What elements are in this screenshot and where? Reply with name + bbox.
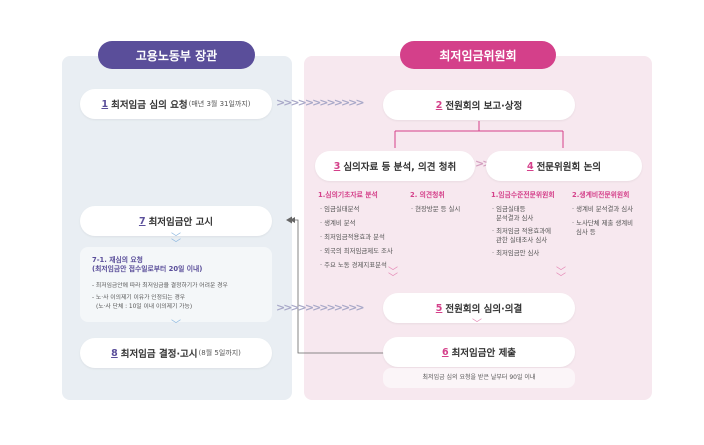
step-number: 4 — [526, 160, 534, 172]
step-number: 7 — [138, 215, 146, 227]
wage-level-committee-title: 1.임금수준전문위원회 — [491, 191, 555, 199]
list-item: 심사 등 — [576, 228, 596, 236]
step-number: 3 — [333, 160, 341, 172]
chevron-down-icon: ﹀ — [472, 319, 482, 330]
list-item: · 생계비 분석결과 심사 — [572, 205, 634, 213]
list-item: · 노사단체 제출 생계비 — [572, 219, 634, 227]
step-label: 전원회의 보고·상정 — [445, 101, 523, 112]
step-3-data-analysis: 3 심의자료 등 분석, 의견 청취 — [315, 151, 475, 181]
arrow-step1-to-step2: >>>>>>>>>>>> — [276, 96, 365, 109]
list-item: · 임금실태등 — [492, 205, 526, 213]
list-item: 관한 실태조사 심사 — [496, 236, 548, 244]
step-7-wage-proposal-notice: 7 최저임금안 고시 — [80, 206, 272, 236]
opinion-title: 2. 의견청취 — [410, 191, 445, 199]
list-item: · 최저임금안 심사 — [492, 249, 540, 257]
wage-commission-header: 최저임금위원회 — [400, 41, 556, 69]
list-item: · 주요 노동 경제지표분석 — [320, 261, 387, 269]
reconsideration-subtitle: (최저임금안 접수일로부터 20일 이내) — [92, 265, 203, 273]
deadline-note: 최저임금 심의 요청을 받은 날부터 90일 이내 — [422, 374, 536, 381]
step-6-note-box: 최저임금 심의 요청을 받은 날부터 90일 이내 — [383, 368, 575, 388]
analysis-title: 1.심의기초자료 분석 — [318, 191, 378, 199]
step-label: 최저임금안 제출 — [451, 348, 517, 359]
list-item: · 최저임금 적용효과에 — [492, 227, 552, 235]
step-8-wage-decision-notice: 8 최저임금 결정·고시 (8월 5일까지) — [80, 338, 272, 368]
step-number: 1 — [101, 98, 109, 110]
reconsideration-title: 7-1. 재심의 요청 — [92, 256, 143, 264]
chevron-down-icon: ﹀﹀ — [556, 267, 566, 284]
list-item: · 외국의 최저임금제도 조사 — [320, 247, 393, 255]
chevron-down-icon: ﹀﹀ — [388, 267, 398, 284]
step-2-plenary-report: 2 전원회의 보고·상정 — [383, 90, 575, 120]
step-number: 8 — [111, 347, 118, 359]
list-item: 분석결과 심사 — [496, 214, 534, 222]
list-item: - 노·사 이의제기 이유가 인정되는 경우 — [92, 295, 186, 301]
step-number: 6 — [441, 346, 449, 358]
chevron-down-icon: ﹀ — [171, 320, 181, 331]
labor-ministry-header: 고용노동부 장관 — [98, 41, 255, 69]
step-deadline: (8월 5일까지) — [198, 349, 241, 357]
step-number: 2 — [435, 99, 443, 111]
step-6-proposal-submission: 6 최저임금안 제출 — [383, 337, 575, 367]
step-number: 5 — [435, 302, 443, 314]
list-item: · 현장방문 등 실시 — [411, 205, 461, 213]
list-item: - 최저임금안에 따라 최저임금을 결정하기가 어려운 경우 — [92, 283, 228, 289]
step-label: 최저임금안 고시 — [148, 217, 214, 228]
step-1-wage-deliberation-request: 1 최저임금 심의 요청 (매년 3월 31일까지) — [80, 89, 272, 119]
list-item: · 최저임금적용효과 분석 — [320, 233, 385, 241]
step-label: 심의자료 등 분석, 의견 청취 — [343, 162, 457, 173]
step-label: 최저임금 결정·고시 — [120, 349, 198, 360]
step-5-plenary-resolution: 5 전원회의 심의·의결 — [383, 293, 575, 323]
list-item: (노·사 단체 : 10일 이내 이의제기 가능) — [96, 304, 193, 310]
step-label: 최저임금 심의 요청 — [111, 100, 188, 111]
living-cost-committee-title: 2.생계비전문위원회 — [572, 191, 630, 199]
step-label: 전원회의 심의·의결 — [445, 304, 523, 315]
step-7-1-reconsideration-box: 7-1. 재심의 요청 (최저임금안 접수일로부터 20일 이내) - 최저임금… — [80, 247, 272, 322]
step-4-expert-committee: 4 전문위원회 논의 — [486, 151, 642, 181]
arrow-to-step5: >>>>>>>>>>>> — [276, 301, 365, 314]
chevron-down-icon: ﹀﹀ — [171, 233, 181, 250]
list-item: · 생계비 분석 — [320, 219, 356, 227]
step-deadline: (매년 3월 31일까지) — [188, 100, 251, 108]
step-label: 전문위원회 논의 — [536, 162, 602, 173]
list-item: · 임금실태분석 — [320, 205, 360, 213]
